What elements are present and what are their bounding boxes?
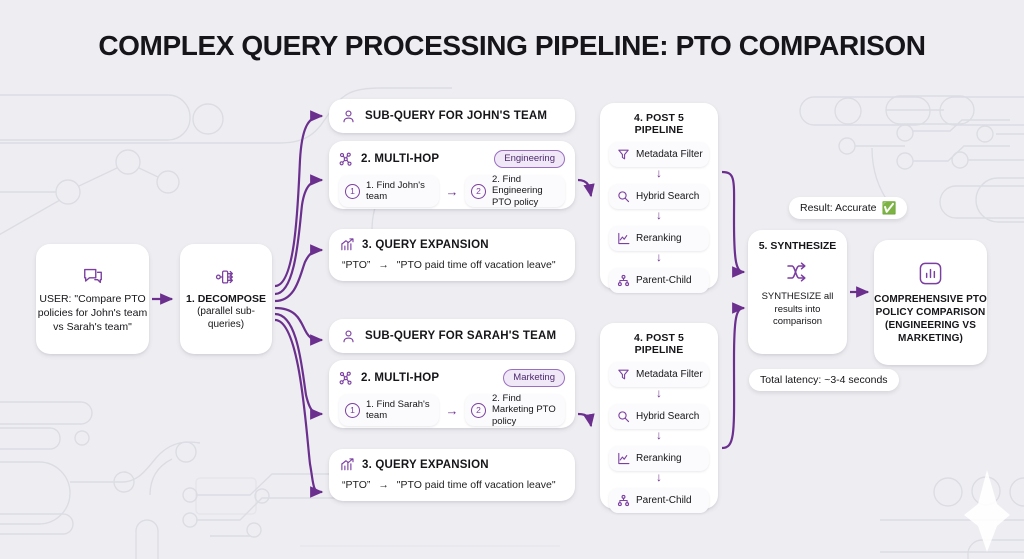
pipeline-arrow-icon: ↓ [656,250,662,264]
decompose-subtitle: (parallel sub-queries) [197,306,255,330]
funnel-icon [617,368,630,381]
synthesize-title: 5. SYNTHESIZE [758,240,837,252]
pipeline-step-label: Parent-Child [636,495,692,506]
pipeline-title: 4. POST 5 PIPELINE [634,112,684,136]
line-chart-icon [617,232,630,245]
step-number: 2 [471,402,486,418]
pipeline-arrow-icon: ↓ [656,428,662,442]
branch-split-icon [215,267,237,287]
pipeline-step-metadata-filter[interactable]: Metadata Filter [609,362,709,387]
synthesize-body: SYNTHESIZE all results into comparison [761,291,834,327]
pipeline-step-label: Parent-Child [636,275,692,286]
query-expansion-title: 3. QUERY EXPANSION [362,458,489,471]
multihop-card-john[interactable]: 2. MULTI-HOP Engineering 1 1. Find John'… [329,141,575,209]
pipeline-step-label: Reranking [636,453,682,464]
pipeline-step-parent-child[interactable]: Parent-Child [609,268,709,293]
expansion-from: “PTO” [342,479,371,491]
query-expansion-title: 3. QUERY EXPANSION [362,238,489,251]
step-number: 2 [471,183,486,199]
chat-bubble-icon [82,265,104,287]
expansion-from: “PTO” [342,259,371,271]
graph-nodes-icon [339,371,354,386]
pipeline-step-metadata-filter[interactable]: Metadata Filter [609,142,709,167]
result-label: Result: Accurate [800,202,877,214]
pipeline-arrow-icon: ↓ [656,166,662,180]
step-label: 1. Find Sarah's team [366,398,430,422]
step-number: 1 [345,183,360,199]
trending-chart-icon [340,237,355,252]
synthesize-node[interactable]: 5. SYNTHESIZE SYNTHESIZE all results int… [748,230,847,354]
magnifier-icon [617,190,630,203]
expansion-arrow-icon: → [378,259,389,271]
bar-chart-icon [918,261,943,286]
pipeline-step-label: Hybrid Search [636,411,700,422]
result-status-badge: Result: Accurate ✅ [789,197,908,219]
multihop-card-sarah[interactable]: 2. MULTI-HOP Marketing 1 1. Find Sarah's… [329,360,575,428]
final-output-label: COMPREHENSIVE PTO POLICY COMPARISON (ENG… [874,293,987,344]
line-chart-icon [617,452,630,465]
subquery-header-sarah[interactable]: SUB-QUERY FOR SARAH'S TEAM [329,319,575,353]
trending-chart-icon [340,457,355,472]
pipeline-step-reranking[interactable]: Reranking [609,226,709,251]
step-arrow-icon: → [445,402,459,418]
post-pipeline-bottom[interactable]: 4. POST 5 PIPELINE Metadata Filter ↓ Hyb… [600,323,718,513]
pipeline-step-hybrid-search[interactable]: Hybrid Search [609,184,709,209]
pipeline-step-label: Hybrid Search [636,191,700,202]
query-expansion-body: “PTO” → "PTO paid time off vacation leav… [340,259,564,271]
latency-label: Total latency: ~3-4 seconds [760,374,888,386]
pipeline-arrow-icon: ↓ [656,208,662,222]
pipeline-step-label: Metadata Filter [636,369,703,380]
pipeline-step-label: Metadata Filter [636,149,703,160]
multihop-title: 2. MULTI-HOP [361,153,440,165]
multihop-title: 2. MULTI-HOP [361,372,440,384]
decompose-node[interactable]: 1. DECOMPOSE (parallel sub-queries) [180,244,272,354]
pipeline-step-hybrid-search[interactable]: Hybrid Search [609,404,709,429]
post-pipeline-top[interactable]: 4. POST 5 PIPELINE Metadata Filter ↓ Hyb… [600,103,718,293]
hierarchy-icon [617,274,630,287]
hierarchy-icon [617,494,630,507]
user-icon [341,109,356,124]
multihop-step-2[interactable]: 2 2. Find Engineering PTO policy [465,173,565,208]
step-arrow-icon: → [445,183,459,199]
pipeline-arrow-icon: ↓ [656,386,662,400]
user-icon [341,329,356,344]
query-expansion-card-john[interactable]: 3. QUERY EXPANSION “PTO” → "PTO paid tim… [329,229,575,281]
expansion-to: "PTO paid time off vacation leave" [396,259,556,271]
graph-nodes-icon [339,152,354,167]
pipeline-step-reranking[interactable]: Reranking [609,446,709,471]
user-query-text: USER: "Compare PTO policies for John's t… [37,292,148,333]
funnel-icon [617,148,630,161]
final-output-node[interactable]: COMPREHENSIVE PTO POLICY COMPARISON (ENG… [874,240,987,365]
multihop-step-1[interactable]: 1 1. Find Sarah's team [339,394,439,426]
pipeline-arrow-icon: ↓ [656,470,662,484]
step-label: 2. Find Marketing PTO policy [492,392,556,427]
multihop-step-1[interactable]: 1 1. Find John's team [339,175,439,207]
latency-badge: Total latency: ~3-4 seconds [749,369,899,391]
page-title: COMPLEX QUERY PROCESSING PIPELINE: PTO C… [98,30,926,61]
magnifier-icon [617,410,630,423]
user-query-node[interactable]: USER: "Compare PTO policies for John's t… [36,244,149,354]
subquery-label: SUB-QUERY FOR SARAH'S TEAM [365,330,557,342]
team-badge: Engineering [494,149,565,169]
multihop-step-2[interactable]: 2 2. Find Marketing PTO policy [465,392,565,427]
sparkle-decoration [964,470,1010,552]
query-expansion-body: “PTO” → "PTO paid time off vacation leav… [340,479,564,491]
shuffle-icon [785,261,811,283]
step-label: 2. Find Engineering PTO policy [492,173,543,208]
decompose-title: 1. DECOMPOSE [186,293,266,305]
team-badge: Marketing [503,368,565,388]
step-label: 1. Find John's team [366,179,425,203]
query-expansion-card-sarah[interactable]: 3. QUERY EXPANSION “PTO” → "PTO paid tim… [329,449,575,501]
check-mark-icon: ✅ [881,201,897,215]
pipeline-title: 4. POST 5 PIPELINE [634,332,684,356]
expansion-arrow-icon: → [378,479,389,491]
subquery-header-john[interactable]: SUB-QUERY FOR JOHN'S TEAM [329,99,575,133]
step-number: 1 [345,402,360,418]
expansion-to: "PTO paid time off vacation leave" [396,479,556,491]
pipeline-step-label: Reranking [636,233,682,244]
pipeline-step-parent-child[interactable]: Parent-Child [609,488,709,513]
subquery-label: SUB-QUERY FOR JOHN'S TEAM [365,110,548,122]
